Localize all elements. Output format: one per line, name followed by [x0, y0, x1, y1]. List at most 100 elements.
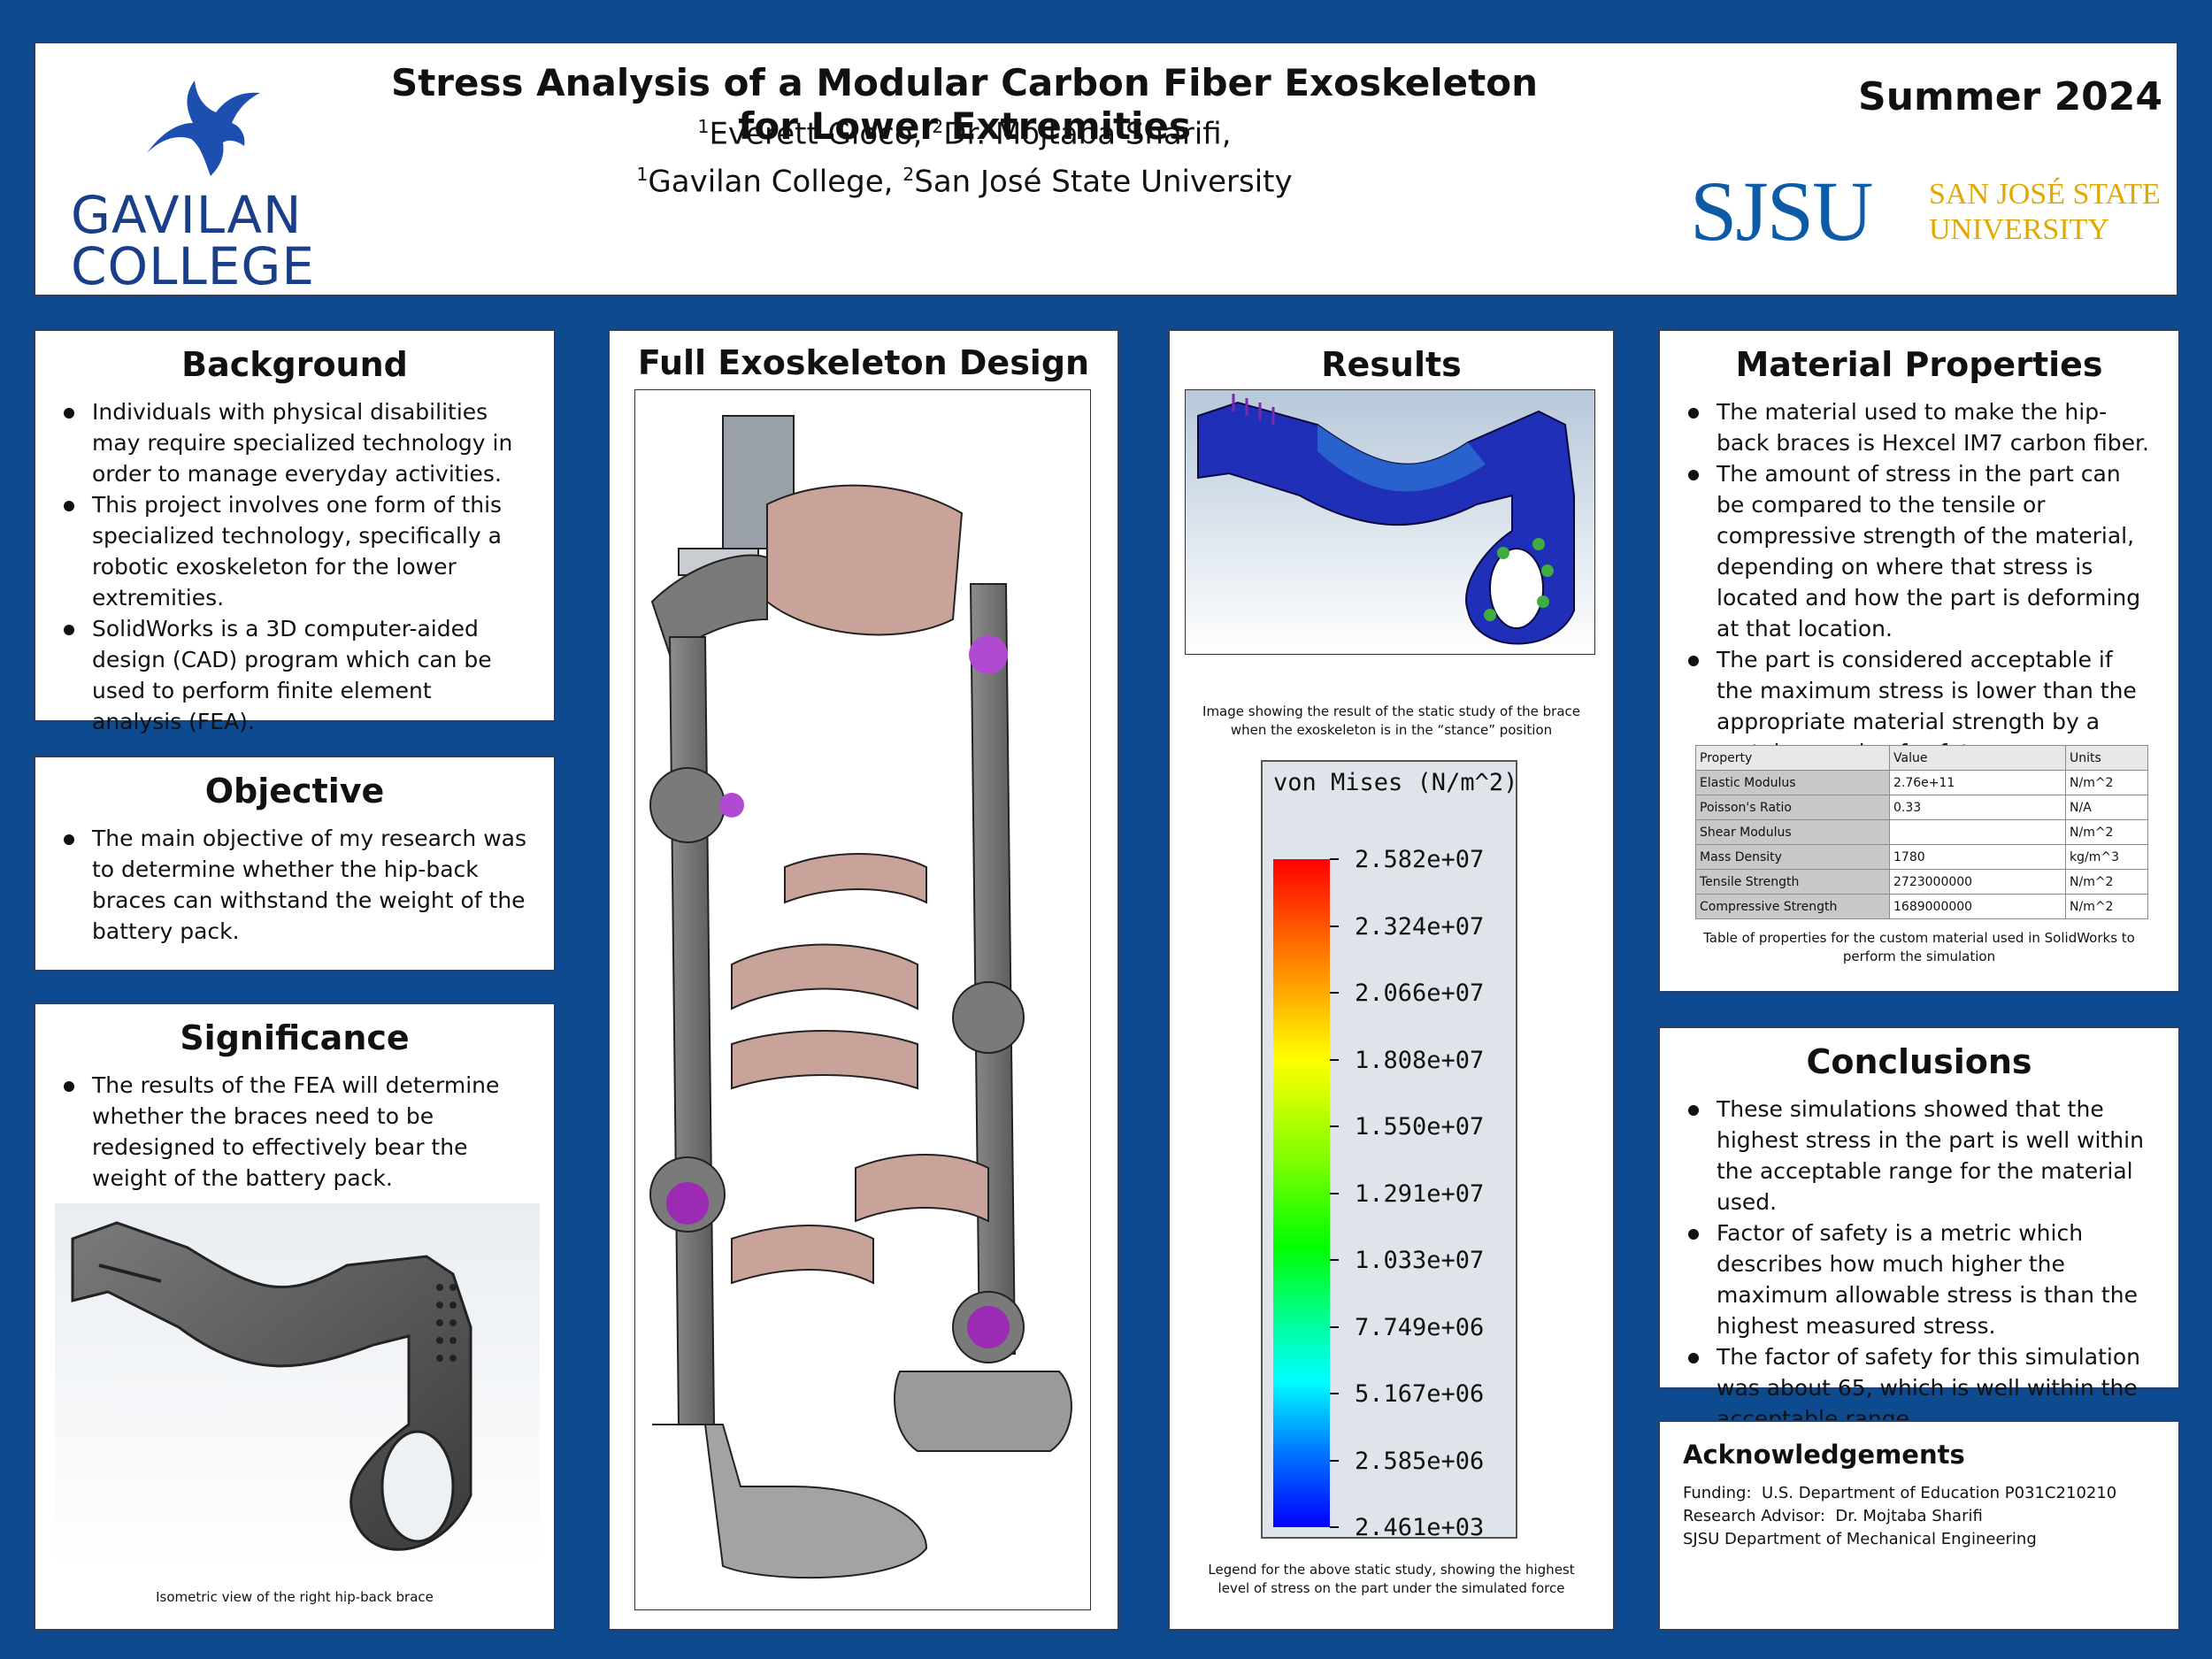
- table-cell: Tensile Strength: [1695, 869, 1890, 895]
- table-header: Value: [1889, 745, 2066, 771]
- table-cell: Elastic Modulus: [1695, 770, 1890, 795]
- table-cell: 2723000000: [1889, 869, 2066, 895]
- ack-line: Research Advisor: Dr. Mojtaba Sharifi: [1683, 1507, 1983, 1525]
- material-panel: Material Properties The material used to…: [1658, 329, 2180, 993]
- sjsu-line2: UNIVERSITY: [1929, 213, 2109, 246]
- legend-tick-mark: [1330, 925, 1339, 927]
- table-cell: Poisson's Ratio: [1695, 795, 1890, 820]
- legend-tick-label: 1.808e+07: [1355, 1046, 1485, 1074]
- background-title: Background: [181, 345, 408, 384]
- objective-bullet: The main objective of my research was to…: [60, 823, 527, 947]
- legend-tick-label: 1.033e+07: [1355, 1247, 1485, 1274]
- table-cell: 1780: [1889, 844, 2066, 870]
- legend-tick-label: 2.585e+06: [1355, 1447, 1485, 1475]
- table-cell: 2.76e+11: [1889, 770, 2066, 795]
- table-header-row: Property Value Units: [1695, 745, 2148, 771]
- sjsu-logo: SJSU SAN JOSÉ STATE UNIVERSITY: [1690, 164, 2161, 265]
- significance-list: The results of the FEA will determine wh…: [35, 1070, 554, 1194]
- authors: 1Everett Gioco, 2Dr. Mojtaba Sharifi,: [372, 116, 1557, 151]
- legend-tick-label: 5.167e+06: [1355, 1380, 1485, 1408]
- conclusions-title: Conclusions: [1806, 1042, 2032, 1081]
- significance-title: Significance: [180, 1018, 410, 1057]
- material-bullet: The amount of stress in the part can be …: [1685, 458, 2152, 644]
- legend-tick-mark: [1330, 1526, 1339, 1528]
- table-cell: kg/m^3: [2065, 844, 2148, 870]
- author1-sup: 1: [697, 116, 710, 137]
- legend-tick-label: 2.324e+07: [1355, 912, 1485, 941]
- table-cell: Shear Modulus: [1695, 819, 1890, 845]
- table-cell: 0.33: [1889, 795, 2066, 820]
- conclusions-panel: Conclusions These simulations showed tha…: [1658, 1026, 2180, 1432]
- legend-caption-line1: Legend for the above static study, showi…: [1208, 1562, 1575, 1578]
- legend-colorbar: [1273, 859, 1330, 1527]
- table-caption-line2: perform the simulation: [1842, 949, 1996, 964]
- header-panel: GAVILAN COLLEGE Stress Analysis of a Mod…: [34, 42, 2178, 296]
- table-header: Property: [1695, 745, 1890, 771]
- exoskeleton-image: [634, 389, 1091, 1610]
- material-bullet: The material used to make the hip-back b…: [1685, 396, 2152, 458]
- legend-tick-label: 2.582e+07: [1355, 846, 1485, 873]
- table-cell: N/m^2: [2065, 894, 2148, 919]
- result-caption-line2: when the exoskeleton is in the “stance” …: [1230, 722, 1553, 738]
- legend-tick-mark: [1330, 992, 1339, 994]
- brace-isometric-image: [55, 1203, 540, 1566]
- design-panel: Full Exoskeleton Design: [608, 329, 1119, 1631]
- significance-bullet: The results of the FEA will determine wh…: [60, 1070, 527, 1194]
- author2-sup: 2: [932, 116, 944, 137]
- results-title: Results: [1321, 345, 1462, 384]
- ack-line: Funding: U.S. Department of Education P0…: [1683, 1484, 2117, 1502]
- legend-tick-label: 7.749e+06: [1355, 1313, 1485, 1341]
- significance-panel: Significance The results of the FEA will…: [34, 1002, 556, 1631]
- table-cell: 1689000000: [1889, 894, 2066, 919]
- acknowledgements-title: Acknowledgements: [1683, 1440, 1965, 1470]
- significance-caption: Isometric view of the right hip-back bra…: [156, 1589, 434, 1605]
- dove-icon: [147, 81, 260, 176]
- legend-tick-label: 2.066e+07: [1355, 979, 1485, 1007]
- background-bullet: Individuals with physical disabilities m…: [60, 396, 527, 489]
- background-bullet: SolidWorks is a 3D computer-aided design…: [60, 613, 527, 737]
- table-cell: N/m^2: [2065, 819, 2148, 845]
- acknowledgements-panel: Acknowledgements Funding: U.S. Departmen…: [1658, 1420, 2180, 1631]
- stress-result-image: [1185, 389, 1595, 655]
- table-header: Units: [2065, 745, 2148, 771]
- conclusions-bullet: The factor of safety for this simulation…: [1685, 1341, 2152, 1434]
- table-cell: [1889, 819, 2066, 845]
- sjsu-line1: SAN JOSÉ STATE: [1929, 178, 2161, 211]
- table-cell: Mass Density: [1695, 844, 1890, 870]
- gavilan-line2: COLLEGE: [71, 236, 316, 296]
- legend-tick-mark: [1330, 1192, 1339, 1194]
- table-row: Shear Modulus N/m^2: [1695, 819, 2148, 845]
- table-cell: N/m^2: [2065, 869, 2148, 895]
- gavilan-logo: GAVILAN COLLEGE: [71, 72, 336, 296]
- affil1-sup: 1: [636, 164, 649, 185]
- legend-tick-mark: [1330, 1058, 1339, 1061]
- conclusions-bullet: Factor of safety is a metric which descr…: [1685, 1217, 2152, 1341]
- affil1: Gavilan College,: [648, 164, 903, 200]
- poster-title: Stress Analysis of a Modular Carbon Fibe…: [390, 61, 1538, 148]
- author1: Everett Gioco,: [709, 116, 933, 152]
- objective-panel: Objective The main objective of my resea…: [34, 756, 556, 972]
- legend-tick-mark: [1330, 1325, 1339, 1328]
- background-panel: Background Individuals with physical dis…: [34, 329, 556, 734]
- objective-list: The main objective of my research was to…: [35, 823, 554, 947]
- conclusions-bullet: These simulations showed that the highes…: [1685, 1094, 2152, 1217]
- conclusions-list: These simulations showed that the highes…: [1660, 1094, 2178, 1434]
- background-list: Individuals with physical disabilities m…: [35, 396, 554, 737]
- table-cell: N/A: [2065, 795, 2148, 820]
- legend-tick-label: 2.461e+03: [1355, 1514, 1485, 1541]
- author2: Dr. Mojtaba Sharifi,: [943, 116, 1232, 152]
- legend-tick-mark: [1330, 1393, 1339, 1394]
- affiliations: 1Gavilan College, 2San José State Univer…: [372, 164, 1557, 199]
- table-cell: Compressive Strength: [1695, 894, 1890, 919]
- result-caption-line1: Image showing the result of the static s…: [1202, 703, 1580, 719]
- material-bullet: The part is considered acceptable if the…: [1685, 644, 2152, 768]
- results-panel: Results Image showing the result of the …: [1168, 329, 1615, 1631]
- ack-line: SJSU Department of Mechanical Engineerin…: [1683, 1530, 2037, 1548]
- sjsu-mark: SJSU: [1690, 164, 1873, 258]
- gavilan-line1: GAVILAN: [71, 185, 303, 245]
